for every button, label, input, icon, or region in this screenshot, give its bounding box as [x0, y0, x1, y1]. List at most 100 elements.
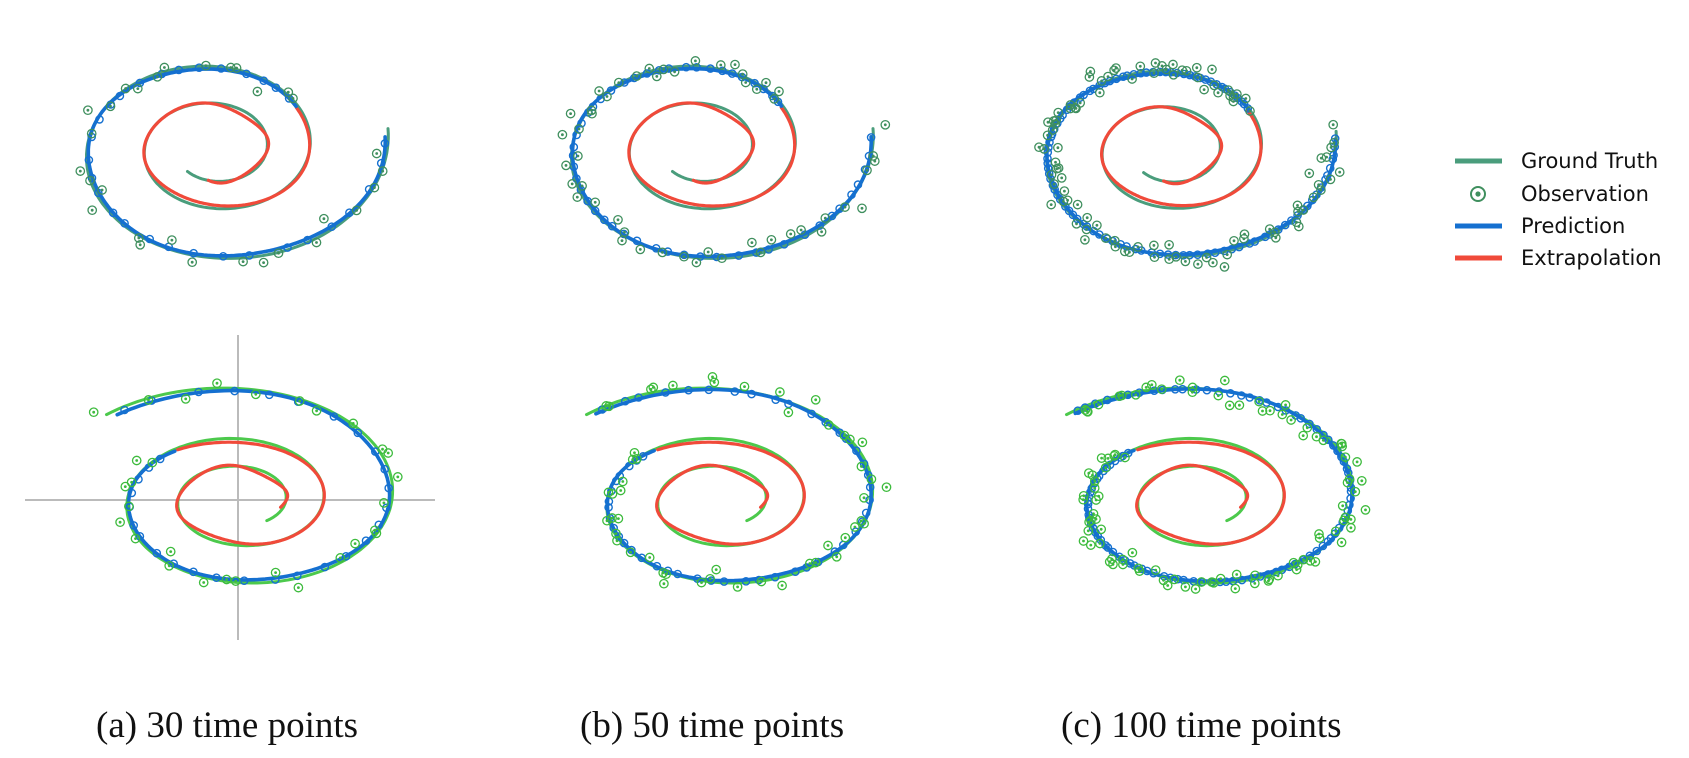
observation-point-center [861, 440, 864, 444]
observation-point [311, 405, 322, 416]
observation-point-center [163, 66, 166, 69]
prediction-marker [764, 245, 774, 254]
prediction-marker [1226, 388, 1235, 398]
observation-point-center [1178, 378, 1182, 382]
observation-point-center [712, 381, 716, 384]
observation-point-center [814, 398, 818, 402]
observation-point-center [1154, 568, 1158, 572]
observation-point [1232, 89, 1242, 99]
observation-point [126, 477, 137, 488]
prediction-marker [572, 130, 581, 140]
prediction-marker [1334, 523, 1344, 533]
observation-point [1086, 515, 1096, 526]
prediction-marker [380, 139, 390, 148]
observation-point-center [1056, 146, 1060, 150]
observation-point [392, 472, 403, 482]
observation-point [1078, 490, 1089, 501]
extrapolation-line [1135, 440, 1286, 546]
observation-point [311, 237, 322, 248]
observation-point [1161, 64, 1172, 75]
observation-point-center [1087, 471, 1091, 475]
prediction-marker [1118, 72, 1128, 81]
observation-point-center [262, 261, 265, 264]
observation-point-center [124, 87, 127, 90]
prediction-marker [1345, 500, 1354, 510]
observation-point [777, 580, 787, 591]
prediction-marker [754, 575, 764, 585]
observation-point [850, 522, 860, 532]
observation-point [1072, 199, 1083, 210]
legend: Ground Truth Observation Prediction Extr… [1455, 149, 1662, 270]
prediction-marker [1136, 68, 1146, 78]
observation-point-center [859, 519, 863, 523]
observation-point-center [1098, 542, 1102, 545]
observation-point [1119, 246, 1130, 257]
prediction-marker [1043, 154, 1052, 163]
observation-point-center [169, 550, 173, 553]
prediction-marker [1318, 541, 1328, 551]
observation-point [1270, 232, 1281, 243]
observation-point [607, 489, 618, 499]
observation-point-center [1075, 222, 1078, 226]
observation-point [831, 551, 842, 562]
observation-point-center [375, 531, 378, 535]
prediction-marker [218, 251, 228, 261]
observation-point-center [1114, 245, 1117, 249]
prediction-marker [784, 399, 793, 409]
observation-point [319, 213, 329, 224]
observation-point [1311, 431, 1322, 442]
observation-point-center [147, 398, 150, 402]
observation-point [1180, 256, 1191, 267]
observation-point-center [1087, 520, 1091, 524]
observation-point-center [1305, 426, 1309, 430]
observation-point [1325, 174, 1336, 185]
observation-point-center [617, 81, 621, 84]
observation-point-center [291, 97, 295, 100]
observation-point [1094, 87, 1105, 98]
prediction-marker [609, 523, 619, 533]
prediction-marker [1274, 225, 1283, 234]
prediction-marker [270, 575, 280, 584]
prediction-marker [634, 393, 643, 402]
observation-point-center [1093, 486, 1097, 490]
observation-point-center [1253, 582, 1257, 585]
observation-point-center [1329, 178, 1332, 181]
observation-point-center [1049, 203, 1053, 207]
prediction-marker [212, 573, 221, 583]
observation-point-center [127, 504, 131, 508]
observation-point-center [777, 90, 781, 93]
observation-point-center [1078, 101, 1082, 105]
observation-point [75, 166, 86, 176]
observation-point-center [1174, 255, 1178, 259]
observation-point-center [1046, 133, 1049, 137]
observation-point-center [297, 586, 300, 589]
prediction-marker [1193, 250, 1202, 259]
observation-point [691, 257, 702, 268]
observation-point [1213, 390, 1224, 401]
observation-point [657, 247, 668, 258]
observation-point-center [118, 520, 122, 524]
observation-point-center [1166, 584, 1170, 587]
prediction-marker [642, 69, 652, 78]
observation-point [1298, 430, 1309, 441]
observation-point [293, 582, 304, 593]
prediction-marker [1190, 72, 1200, 81]
observation-point-center [778, 390, 782, 394]
observation-point [159, 62, 170, 73]
observation-point-center [755, 87, 759, 91]
observation-point [105, 101, 116, 112]
observation-point-center [1301, 434, 1305, 437]
observation-point-center [621, 480, 625, 483]
observation-point [1223, 85, 1234, 95]
observation-point [1169, 574, 1180, 585]
observation-point [755, 247, 766, 258]
observation-point-center [1276, 574, 1280, 578]
prediction-line [570, 66, 873, 259]
caption-b: (b) 50 time points [580, 705, 844, 746]
prediction-marker [189, 567, 198, 577]
observation-point-center [1150, 383, 1154, 387]
prediction-marker [329, 412, 339, 421]
legend-swatch-observation-dot [1475, 191, 1481, 197]
observation-point-center [386, 451, 390, 455]
observation-point [668, 380, 678, 391]
